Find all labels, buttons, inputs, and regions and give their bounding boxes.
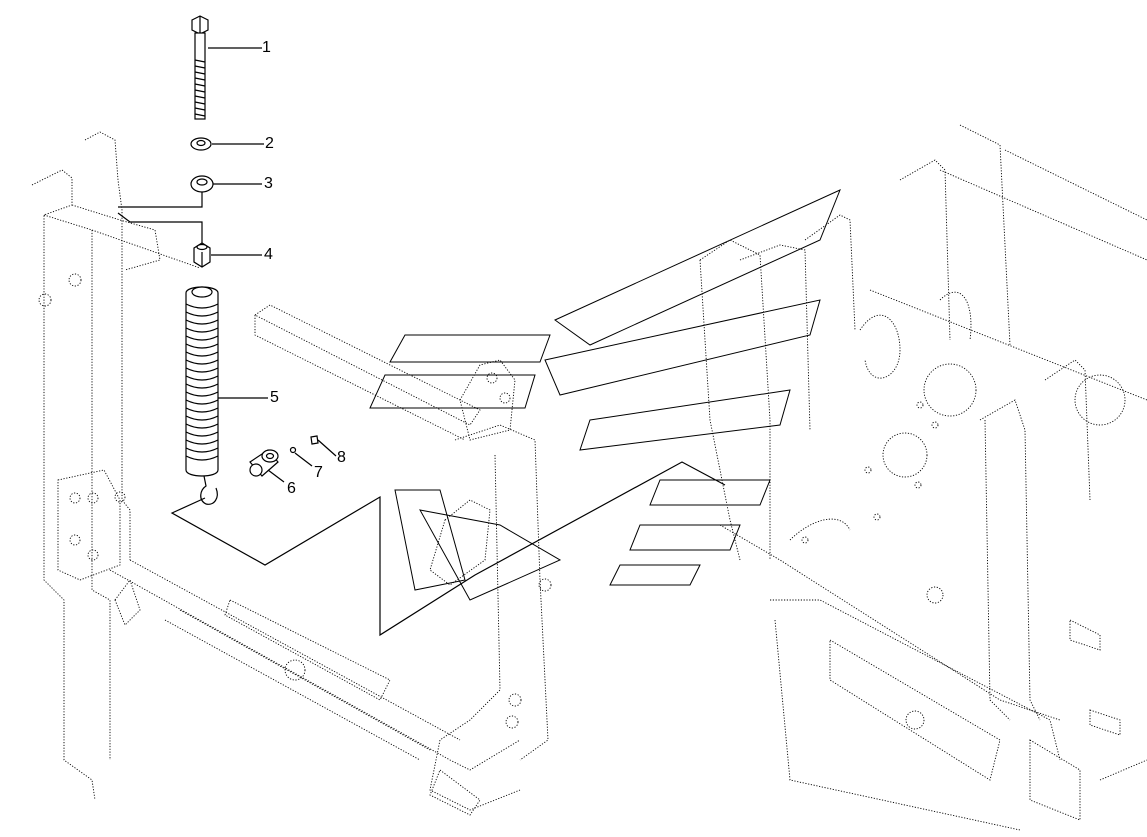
part-washer-2	[190, 137, 212, 151]
part-screw	[310, 435, 319, 445]
callout-7: 7	[314, 464, 323, 481]
part-washer-3	[190, 175, 214, 193]
part-bushing	[249, 449, 279, 477]
left-frame-assembly	[31, 131, 552, 816]
callout-5: 5	[270, 389, 279, 406]
leader-lines	[208, 47, 337, 483]
callout-3: 3	[264, 175, 273, 192]
callout-8: 8	[337, 449, 346, 466]
callout-1: 1	[262, 39, 271, 56]
right-frame-assembly	[699, 124, 1147, 831]
callout-2: 2	[265, 135, 274, 152]
callout-4: 4	[264, 246, 273, 263]
callout-6: 6	[287, 480, 296, 497]
assembly-lines	[117, 192, 726, 637]
watermark-logo	[369, 189, 841, 601]
part-washer-7	[289, 446, 297, 454]
part-tension-spring	[185, 286, 219, 505]
part-bolt	[191, 15, 209, 120]
part-nut	[193, 242, 211, 268]
